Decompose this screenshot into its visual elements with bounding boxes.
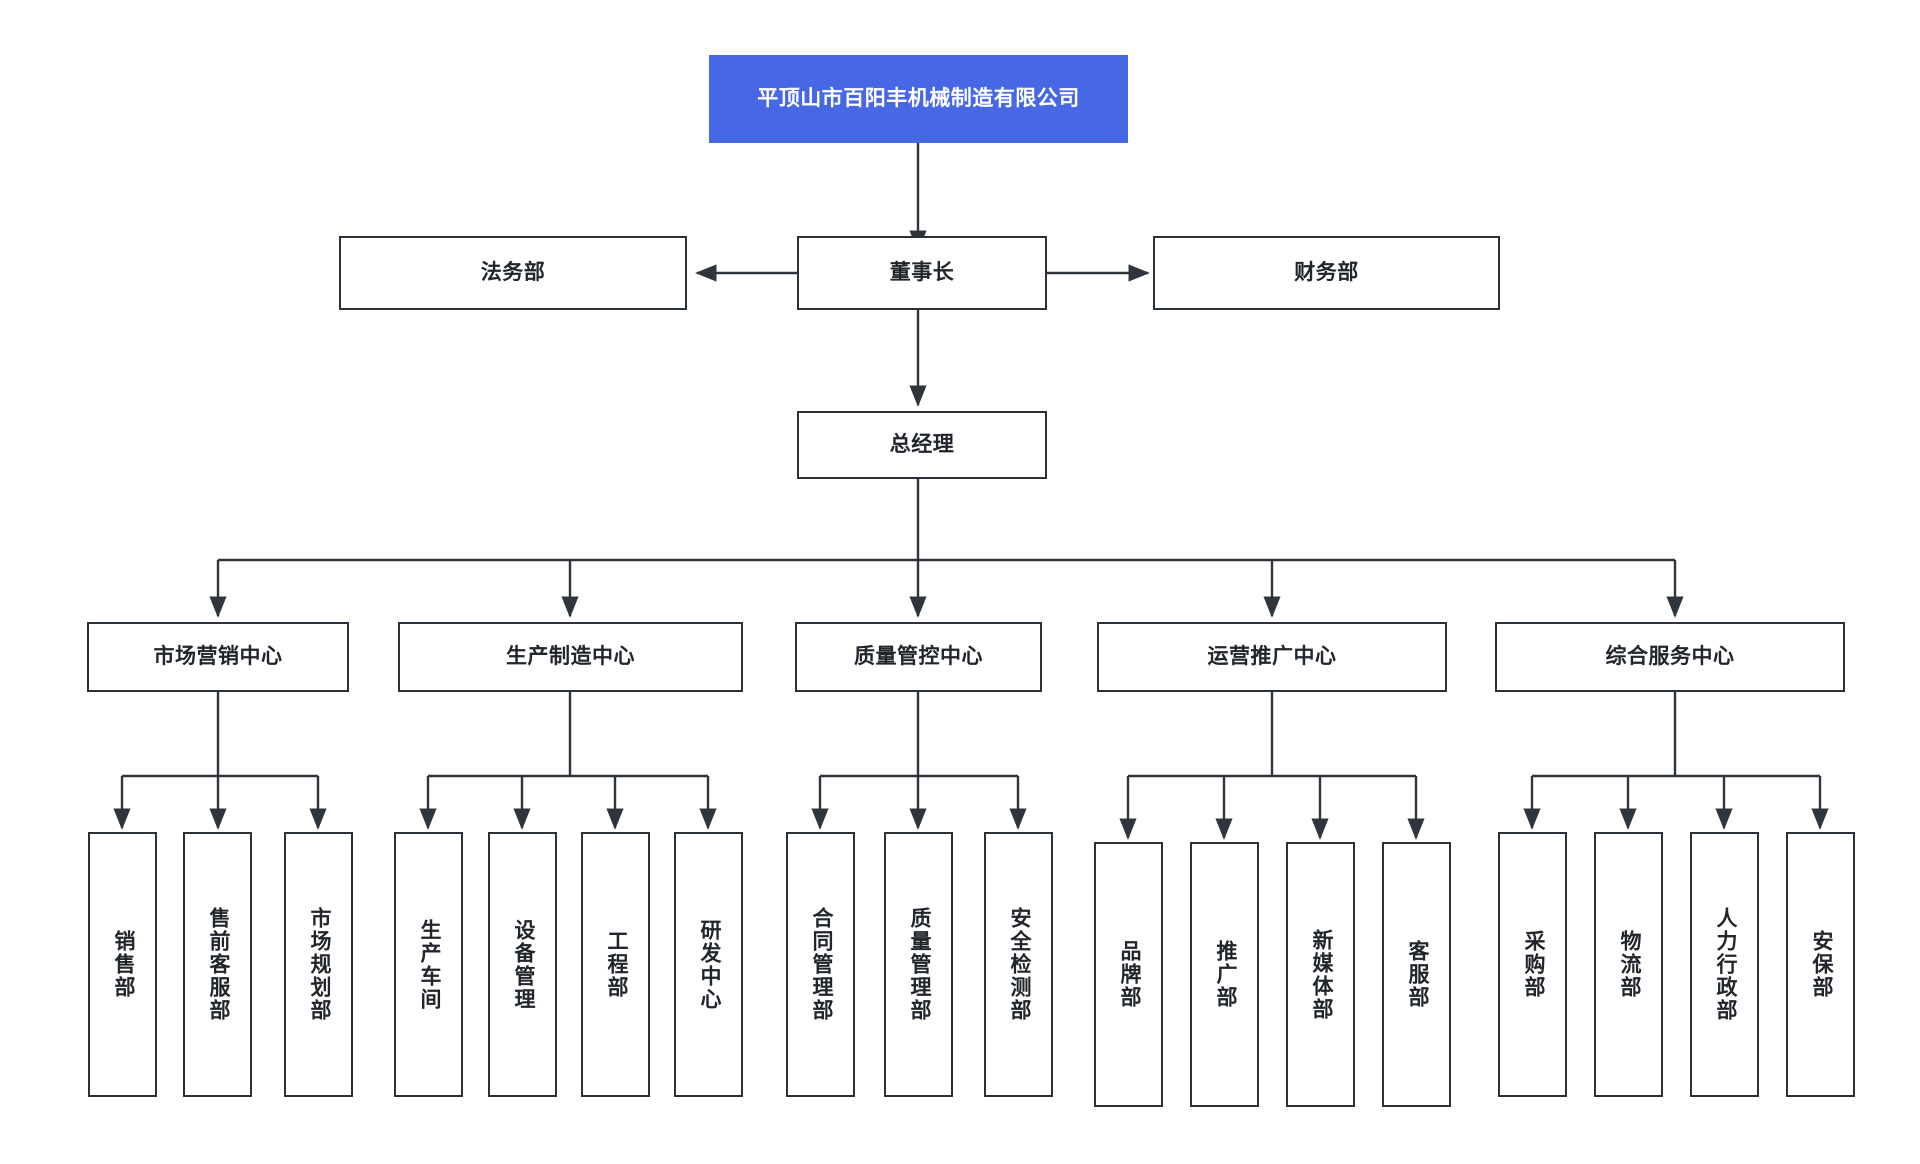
node-center-operations-label: 运营推广中心	[1207, 645, 1337, 669]
node-company-root[interactable]: 平顶山市百阳丰机械制造有限公司	[709, 55, 1128, 143]
node-dept-customer-service-label: 客服部	[1405, 940, 1429, 1009]
node-dept-presales-service-label: 售前客服部	[206, 907, 230, 1022]
node-center-marketing-label: 市场营销中心	[153, 645, 283, 669]
node-finance-department[interactable]: 财务部	[1153, 236, 1500, 310]
node-dept-promotion[interactable]: 推广部	[1190, 842, 1259, 1107]
node-dept-sales-label: 销售部	[111, 930, 135, 999]
node-dept-sales[interactable]: 销售部	[88, 832, 157, 1097]
node-center-marketing[interactable]: 市场营销中心	[87, 622, 349, 692]
node-finance-department-label: 财务部	[1294, 261, 1359, 285]
node-dept-contract-management-label: 合同管理部	[809, 907, 833, 1022]
node-dept-hr-administration[interactable]: 人力行政部	[1690, 832, 1759, 1097]
node-dept-hr-administration-label: 人力行政部	[1713, 907, 1737, 1022]
node-dept-rnd-center-label: 研发中心	[697, 918, 721, 1011]
node-center-services[interactable]: 综合服务中心	[1495, 622, 1845, 692]
node-dept-quality-management[interactable]: 质量管理部	[884, 832, 953, 1097]
node-dept-procurement-label: 采购部	[1521, 930, 1545, 999]
node-dept-production-workshop-label: 生产车间	[417, 918, 441, 1011]
node-dept-brand-label: 品牌部	[1117, 940, 1141, 1009]
node-general-manager-label: 总经理	[889, 433, 955, 457]
node-dept-market-planning[interactable]: 市场规划部	[284, 832, 353, 1097]
node-legal-department-label: 法务部	[480, 261, 546, 285]
node-center-production[interactable]: 生产制造中心	[398, 622, 743, 692]
node-legal-department[interactable]: 法务部	[339, 236, 687, 310]
node-dept-promotion-label: 推广部	[1213, 940, 1237, 1009]
node-chairman-label: 董事长	[889, 261, 955, 285]
node-dept-safety-inspection[interactable]: 安全检测部	[984, 832, 1053, 1097]
node-dept-security[interactable]: 安保部	[1786, 832, 1855, 1097]
node-dept-presales-service[interactable]: 售前客服部	[183, 832, 252, 1097]
node-dept-brand[interactable]: 品牌部	[1094, 842, 1163, 1107]
node-center-operations[interactable]: 运营推广中心	[1097, 622, 1447, 692]
node-dept-procurement[interactable]: 采购部	[1498, 832, 1567, 1097]
node-chairman[interactable]: 董事长	[797, 236, 1047, 310]
node-company-root-label: 平顶山市百阳丰机械制造有限公司	[757, 87, 1080, 111]
node-center-quality-label: 质量管控中心	[854, 645, 983, 669]
node-dept-quality-management-label: 质量管理部	[907, 907, 931, 1022]
node-dept-engineering-label: 工程部	[604, 930, 628, 999]
node-dept-contract-management[interactable]: 合同管理部	[786, 832, 855, 1097]
node-center-services-label: 综合服务中心	[1605, 645, 1735, 669]
node-dept-logistics[interactable]: 物流部	[1594, 832, 1663, 1097]
node-dept-engineering[interactable]: 工程部	[581, 832, 650, 1097]
node-dept-new-media[interactable]: 新媒体部	[1286, 842, 1355, 1107]
node-dept-logistics-label: 物流部	[1617, 930, 1641, 999]
node-dept-market-planning-label: 市场规划部	[307, 907, 331, 1022]
node-dept-safety-inspection-label: 安全检测部	[1007, 907, 1031, 1022]
node-dept-new-media-label: 新媒体部	[1309, 928, 1333, 1021]
node-dept-security-label: 安保部	[1809, 930, 1833, 999]
node-dept-production-workshop[interactable]: 生产车间	[394, 832, 463, 1097]
node-dept-rnd-center[interactable]: 研发中心	[674, 832, 743, 1097]
node-general-manager[interactable]: 总经理	[797, 411, 1047, 479]
node-dept-customer-service[interactable]: 客服部	[1382, 842, 1451, 1107]
node-dept-equipment-management-label: 设备管理	[511, 918, 535, 1011]
node-center-production-label: 生产制造中心	[506, 645, 635, 669]
node-center-quality[interactable]: 质量管控中心	[795, 622, 1042, 692]
node-dept-equipment-management[interactable]: 设备管理	[488, 832, 557, 1097]
